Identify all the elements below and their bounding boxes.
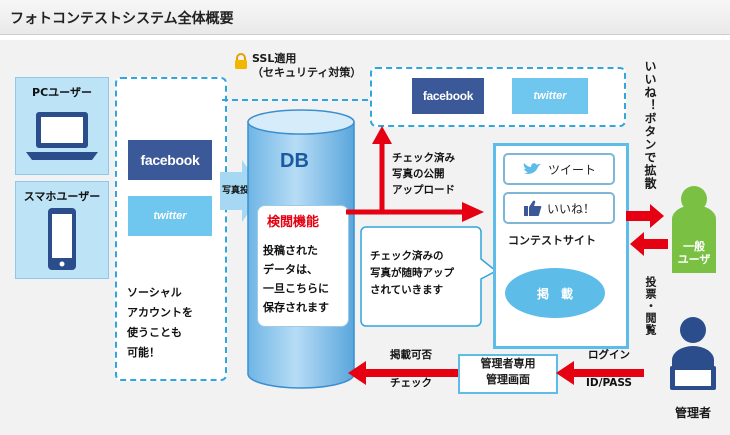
facebook-share-logo: facebook bbox=[412, 78, 484, 114]
general-user-label: 一般 ユーザ bbox=[677, 240, 711, 266]
publish-ellipse[interactable]: 掲 載 bbox=[505, 268, 605, 318]
social-account-note: ソーシャル アカウントを 使うことも 可能！ bbox=[127, 286, 193, 359]
general-user-icon bbox=[672, 186, 716, 273]
admin-screen-box: 管理者専用 管理画面 bbox=[458, 354, 558, 394]
pc-user-box: PCユーザー bbox=[15, 77, 109, 175]
smartphone-user-label: スマホユーザー bbox=[23, 190, 101, 203]
smartphone-user-box: スマホユーザー bbox=[15, 181, 109, 279]
ssl-connector bbox=[222, 99, 368, 101]
approval-note: 掲載可否 チェック bbox=[390, 349, 432, 389]
smartphone-icon bbox=[48, 208, 76, 270]
publish-arrows bbox=[346, 126, 484, 222]
facebook-logo: facebook bbox=[128, 140, 212, 180]
site-note: チェック済みの 写真が随時アップ されていきます bbox=[370, 250, 454, 296]
post-label: 写真投稿 bbox=[222, 186, 259, 196]
admin-label: 管理者 bbox=[674, 406, 711, 420]
db-title: DB bbox=[280, 150, 309, 172]
tweet-button[interactable]: ツイート bbox=[503, 153, 615, 185]
user-arrows bbox=[626, 204, 668, 256]
inspection-text: 投稿された データは、 一旦こちらに 保存されます bbox=[263, 244, 329, 314]
lock-icon bbox=[235, 53, 247, 69]
vote-label: 投票・閲覧 bbox=[644, 276, 657, 336]
tweet-label: ツイート bbox=[547, 162, 596, 177]
admin-to-db-arrow bbox=[348, 361, 458, 385]
thumbs-up-icon bbox=[523, 200, 542, 216]
twitter-share-logo: twitter bbox=[512, 78, 588, 114]
inspection-box bbox=[257, 205, 349, 327]
pc-user-label: PCユーザー bbox=[32, 86, 92, 99]
contest-site-title: コンテストサイト bbox=[508, 234, 596, 247]
page-title: フォトコンテストシステム全体概要 bbox=[10, 11, 234, 27]
login-arrow bbox=[556, 361, 644, 385]
login-note: ログイン ID/PASS bbox=[586, 349, 632, 389]
ssl-note: SSL適用 （セキュリティ対策） bbox=[252, 52, 362, 79]
site-note-bubble bbox=[360, 226, 498, 327]
publish-label: 掲 載 bbox=[536, 286, 573, 301]
inspection-title: 検閲機能 bbox=[267, 215, 320, 230]
laptop-icon bbox=[26, 112, 98, 160]
publish-note: チェック済み 写真の公開 アップロード bbox=[392, 152, 455, 196]
bird-icon bbox=[523, 163, 541, 174]
admin-icon bbox=[670, 317, 716, 390]
spread-label: いいね！ボタンで拡散 bbox=[643, 60, 657, 190]
like-button[interactable]: いいね！ bbox=[503, 192, 615, 224]
like-label: いいね！ bbox=[546, 201, 595, 216]
twitter-logo: twitter bbox=[128, 196, 212, 236]
title-bar: フォトコンテストシステム全体概要 bbox=[0, 0, 730, 35]
